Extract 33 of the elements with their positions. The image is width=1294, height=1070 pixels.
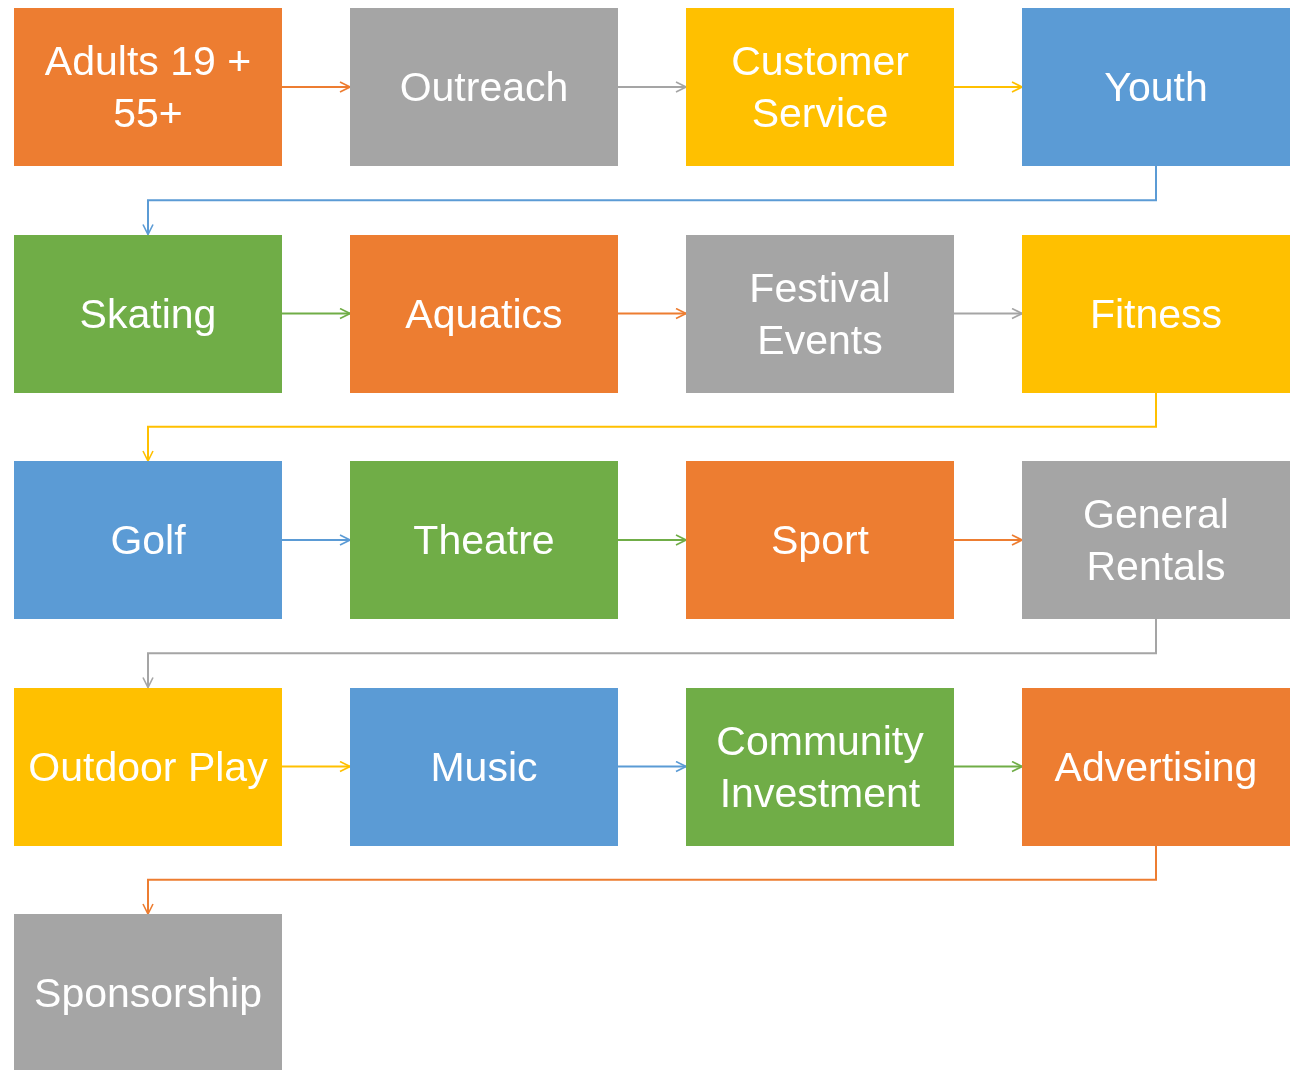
arrow (953, 760, 1023, 773)
process-box: Sponsorship (14, 914, 282, 1070)
arrow (142, 391, 1157, 462)
arrow (617, 534, 687, 546)
arrow (281, 81, 351, 93)
arrow (142, 165, 1157, 236)
process-box: Adults 19 + 55+ (14, 8, 282, 166)
process-box: Music (350, 687, 618, 846)
arrow (281, 760, 351, 773)
arrow (281, 534, 351, 546)
process-box: Skating (14, 234, 282, 393)
process-box: Festival Events (686, 234, 954, 393)
arrow (142, 618, 1157, 689)
process-box: Outreach (350, 8, 618, 166)
arrow (617, 307, 687, 320)
process-box: Theatre (350, 461, 618, 619)
process-box: Youth (1022, 8, 1290, 166)
arrow (142, 844, 1157, 915)
process-box: Outdoor Play (14, 687, 282, 846)
process-box: Community Investment (686, 687, 954, 846)
arrow (617, 81, 687, 93)
process-box: Aquatics (350, 234, 618, 393)
arrow (953, 307, 1023, 320)
process-box: Golf (14, 461, 282, 619)
process-box: Sport (686, 461, 954, 619)
arrow (953, 81, 1023, 93)
process-box: Customer Service (686, 8, 954, 166)
arrow (281, 307, 351, 320)
arrow (617, 760, 687, 773)
process-box: Advertising (1022, 687, 1290, 846)
process-box: Fitness (1022, 234, 1290, 393)
process-box: General Rentals (1022, 461, 1290, 619)
arrow (953, 534, 1023, 546)
